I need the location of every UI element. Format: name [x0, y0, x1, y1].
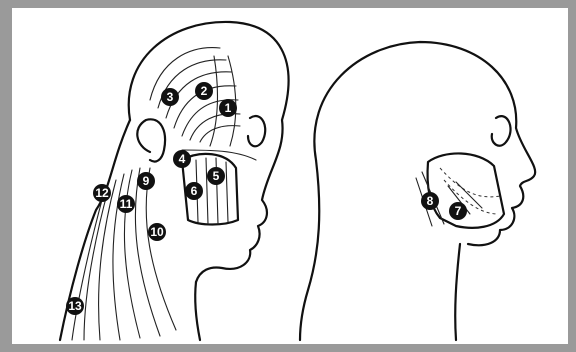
badge-3: 3 — [161, 88, 179, 106]
badge-8: 8 — [421, 192, 439, 210]
badge-10: 10 — [148, 223, 166, 241]
svg-text:12: 12 — [95, 186, 109, 200]
svg-text:7: 7 — [455, 204, 462, 218]
svg-text:2: 2 — [201, 84, 208, 98]
badge-13: 13 — [66, 297, 84, 315]
svg-text:6: 6 — [191, 184, 198, 198]
svg-text:5: 5 — [213, 169, 220, 183]
badge-1: 1 — [219, 99, 237, 117]
svg-text:8: 8 — [427, 194, 434, 208]
badge-6: 6 — [185, 182, 203, 200]
badge-9: 9 — [137, 172, 155, 190]
badge-11: 11 — [117, 195, 135, 213]
badge-5: 5 — [207, 167, 225, 185]
badge-4: 4 — [173, 150, 191, 168]
svg-text:3: 3 — [167, 90, 174, 104]
badge-12: 12 — [93, 184, 111, 202]
svg-text:9: 9 — [143, 174, 150, 188]
badge-2: 2 — [195, 82, 213, 100]
badge-7: 7 — [449, 202, 467, 220]
svg-text:1: 1 — [225, 101, 232, 115]
svg-text:4: 4 — [179, 152, 186, 166]
svg-text:10: 10 — [150, 225, 164, 239]
svg-text:11: 11 — [120, 197, 133, 211]
svg-text:13: 13 — [68, 299, 82, 313]
figure-panel — [12, 8, 568, 344]
